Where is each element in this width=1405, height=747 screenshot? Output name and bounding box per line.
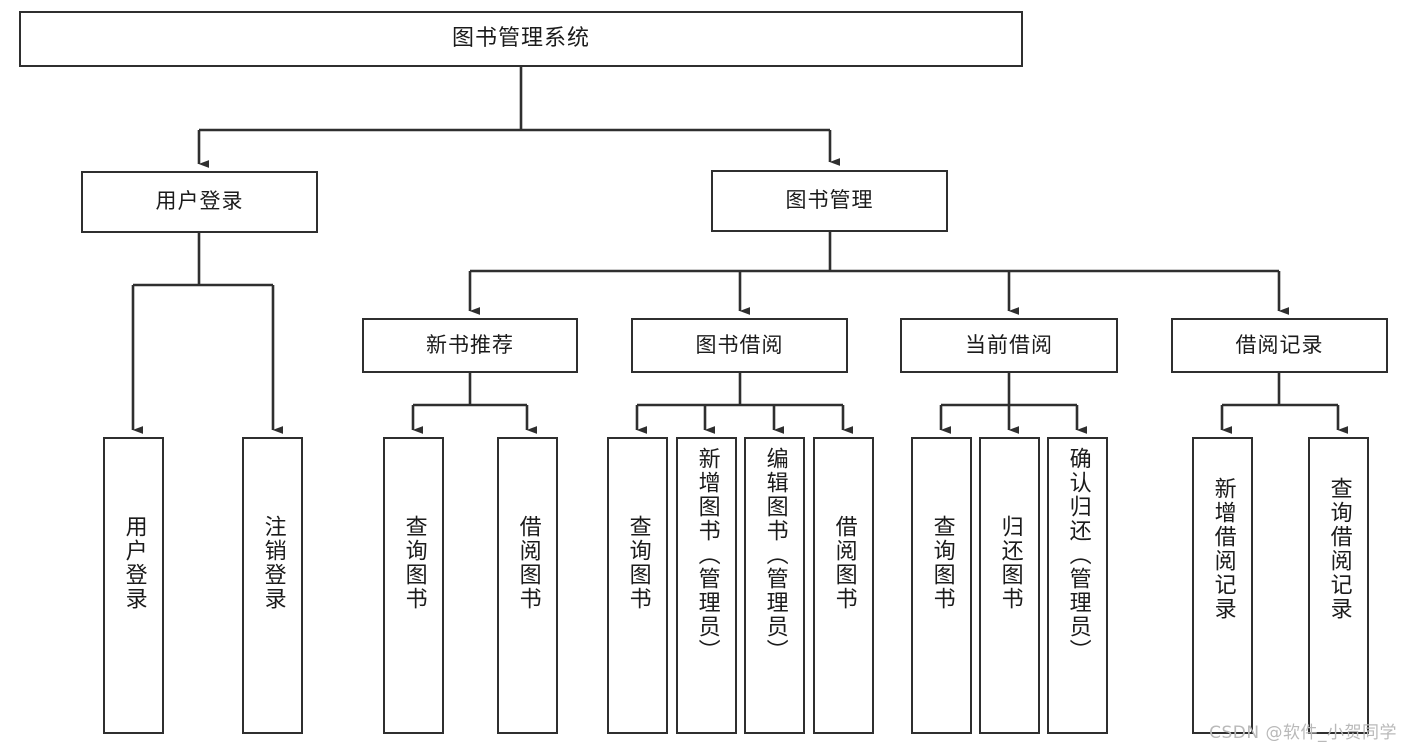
- leaf-label: 借阅图书: [831, 515, 857, 611]
- leaf-user-login[interactable]: 用户登录: [103, 437, 164, 734]
- leaf-label: 查询借阅记录: [1326, 477, 1352, 621]
- leaf-query-borrow-record[interactable]: 查询借阅记录: [1308, 437, 1369, 734]
- leaf-borrow-book[interactable]: 借阅图书: [813, 437, 874, 734]
- leaf-return-book[interactable]: 归还图书: [979, 437, 1040, 734]
- leaf-add-borrow-record[interactable]: 新增借阅记录: [1192, 437, 1253, 734]
- node-user-login[interactable]: 用户登录: [81, 171, 318, 233]
- leaf-logout-login[interactable]: 注销登录: [242, 437, 303, 734]
- node-book-borrow[interactable]: 图书借阅: [631, 318, 848, 373]
- leaf-edit-book-admin[interactable]: 编辑图书（管理员）: [744, 437, 805, 734]
- leaf-label: 查询图书: [401, 515, 427, 611]
- leaf-query-book-rec[interactable]: 查询图书: [383, 437, 444, 734]
- node-current-borrow[interactable]: 当前借阅: [900, 318, 1118, 373]
- node-new-book-recommend[interactable]: 新书推荐: [362, 318, 578, 373]
- leaf-label: 查询图书: [625, 515, 651, 611]
- leaf-query-book-borrow[interactable]: 查询图书: [607, 437, 668, 734]
- leaf-confirm-return-admin[interactable]: 确认归还（管理员）: [1047, 437, 1108, 734]
- leaf-label: 新增借阅记录: [1210, 477, 1236, 621]
- node-borrow-record[interactable]: 借阅记录: [1171, 318, 1388, 373]
- leaf-label: 归还图书: [997, 515, 1023, 611]
- leaf-add-book-admin[interactable]: 新增图书（管理员）: [676, 437, 737, 734]
- leaf-label: 注销登录: [260, 515, 286, 611]
- leaf-label: 确认归还（管理员）: [1065, 447, 1091, 663]
- csdn-watermark: CSDN @软件_小贺同学: [1209, 723, 1397, 743]
- leaf-label: 新增图书（管理员）: [694, 447, 720, 663]
- leaf-label: 查询图书: [929, 515, 955, 611]
- leaf-label: 借阅图书: [515, 515, 541, 611]
- node-book-manage[interactable]: 图书管理: [711, 170, 948, 232]
- leaf-label: 用户登录: [121, 515, 147, 611]
- leaf-query-book-current[interactable]: 查询图书: [911, 437, 972, 734]
- leaf-borrow-book-rec[interactable]: 借阅图书: [497, 437, 558, 734]
- node-root[interactable]: 图书管理系统: [19, 11, 1023, 67]
- leaf-label: 编辑图书（管理员）: [762, 447, 788, 663]
